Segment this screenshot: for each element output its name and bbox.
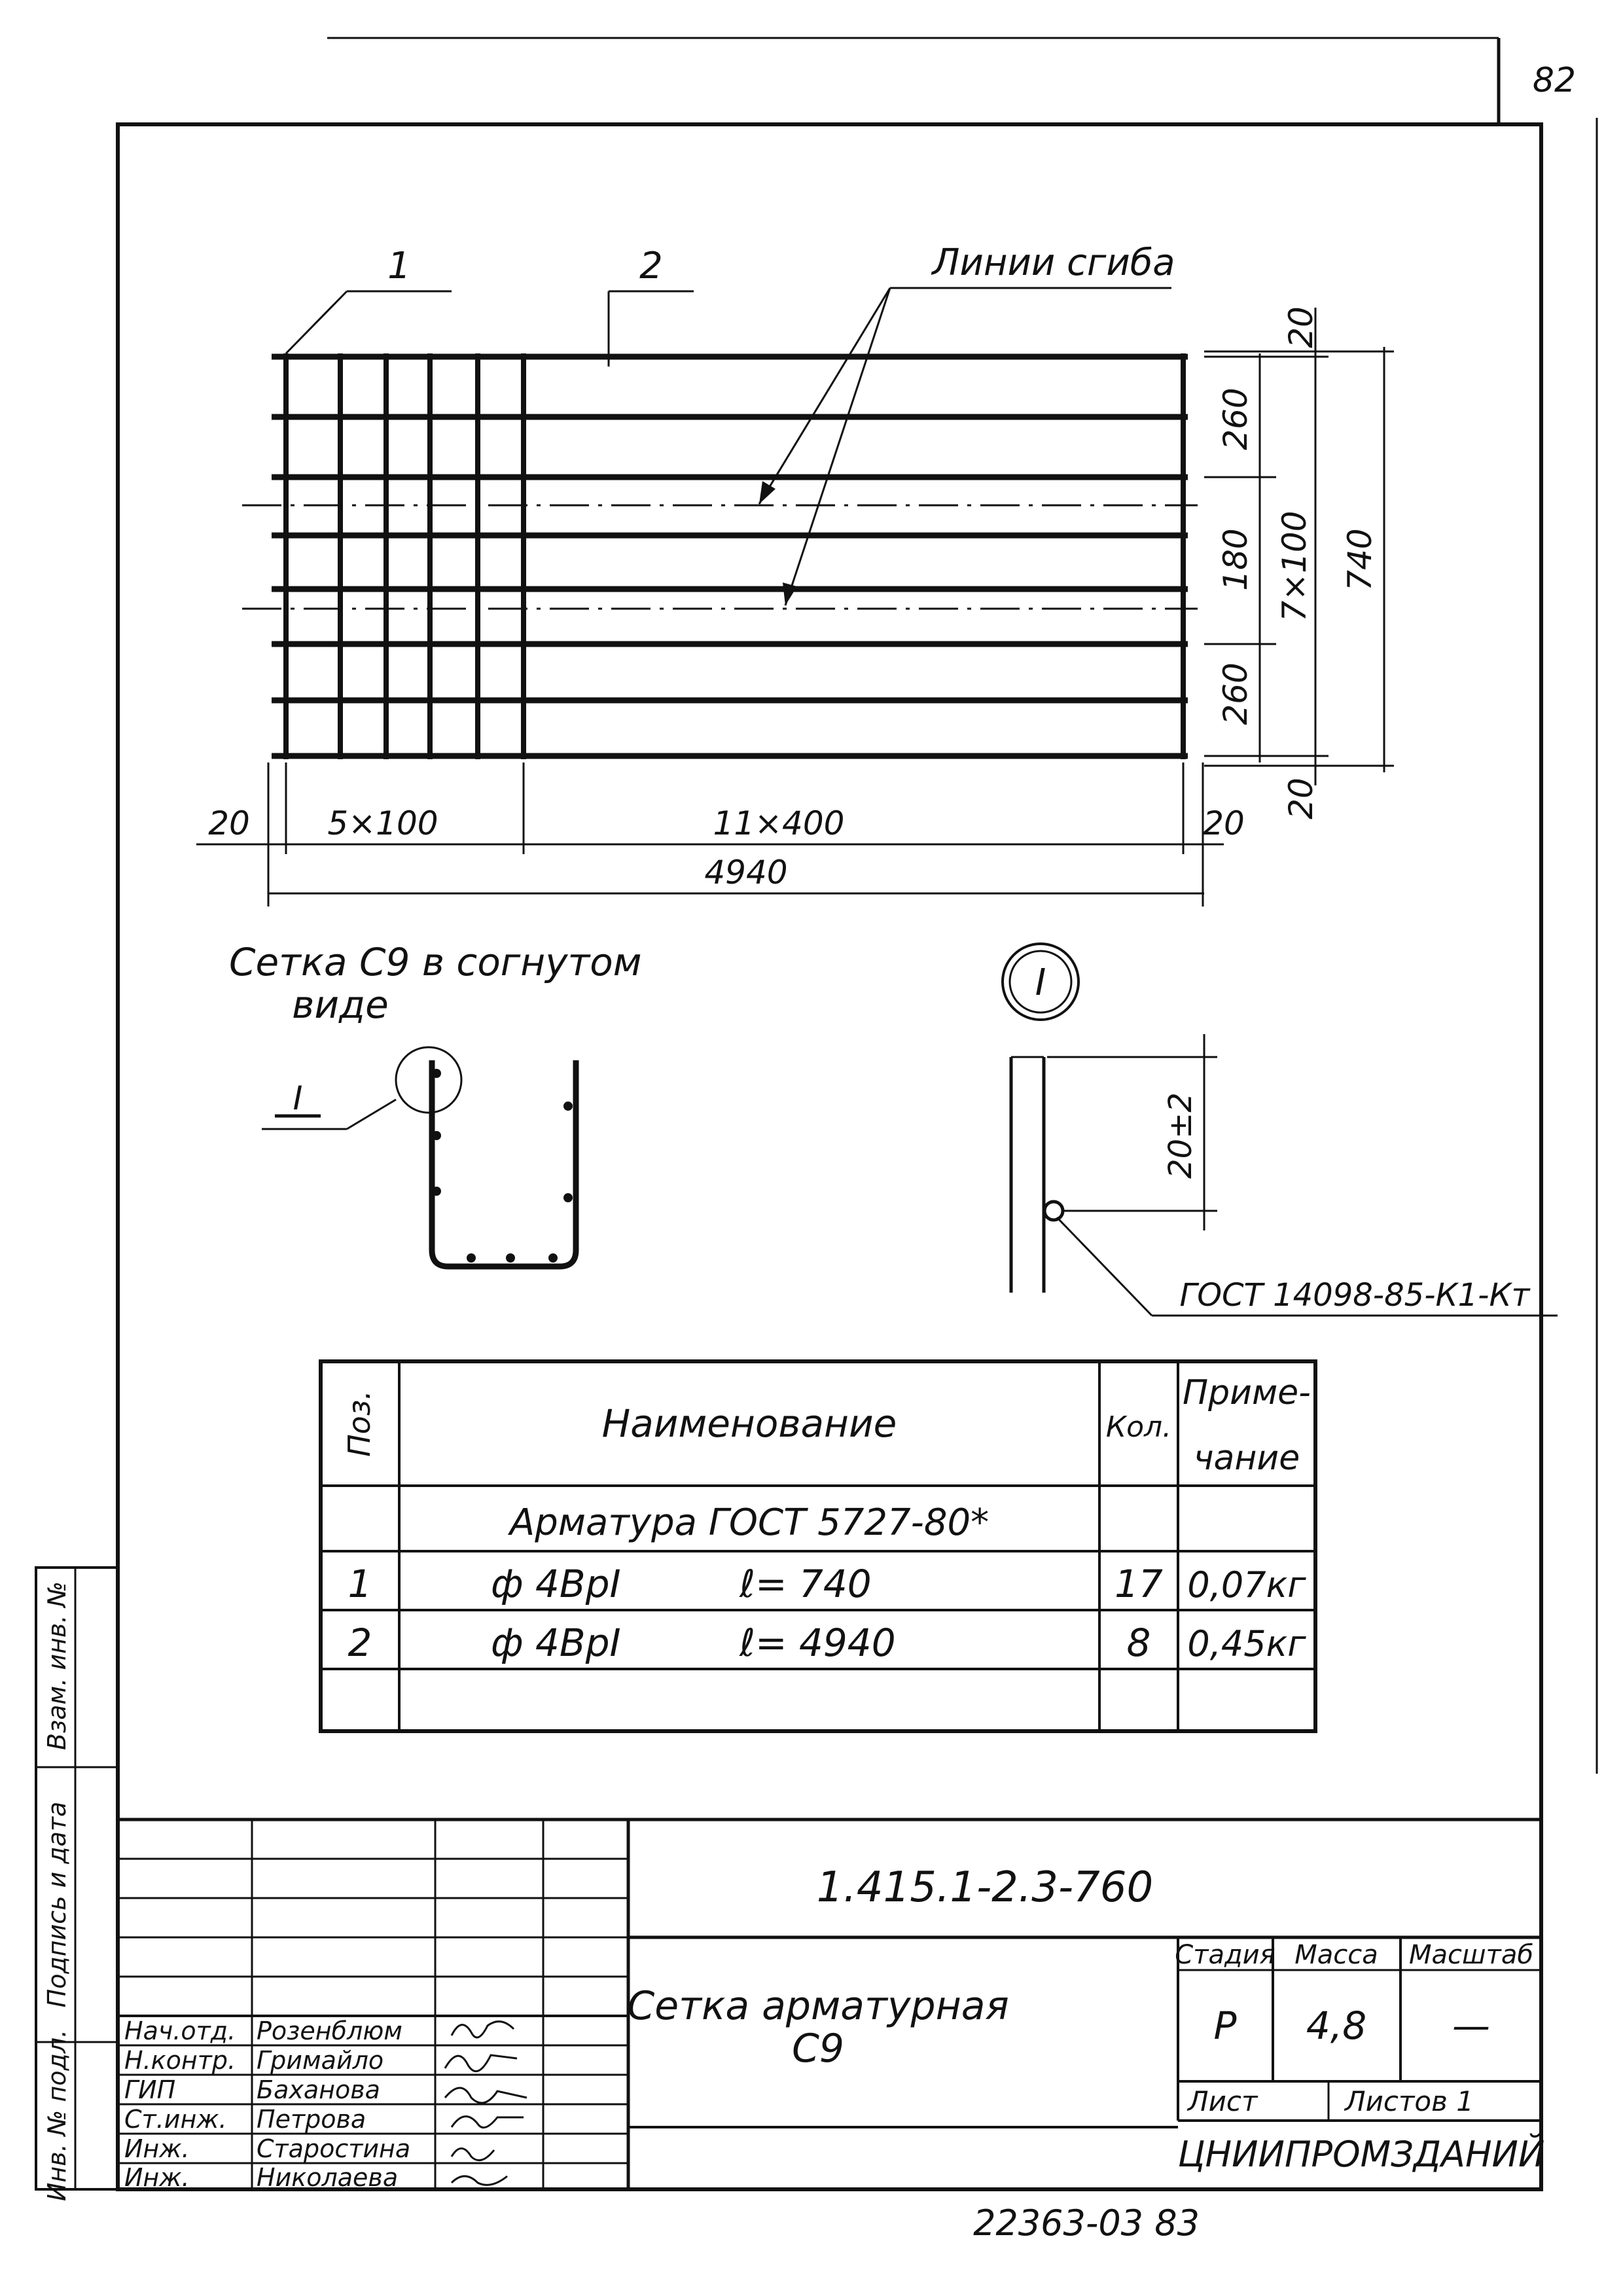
row-1-length: ℓ= 740 bbox=[739, 1562, 872, 1606]
position-1-label: 1 bbox=[387, 245, 411, 287]
row-2-pos: 2 bbox=[348, 1621, 372, 1665]
dim-bottom-spacing-large: 11×400 bbox=[713, 804, 845, 842]
name-4: Петрова bbox=[257, 2105, 366, 2134]
dim-right-260-bottom: 260 bbox=[1217, 662, 1255, 725]
header-qty: Кол. bbox=[1106, 1410, 1171, 1444]
header-pos: Поз. bbox=[342, 1390, 377, 1457]
detail-dim: 20±2 bbox=[1162, 1092, 1199, 1179]
dim-right-spacing: 7×100 bbox=[1275, 511, 1313, 621]
header-note-1: Приме- bbox=[1183, 1373, 1311, 1412]
role-1: Нач.отд. bbox=[124, 2017, 236, 2045]
bent-view-caption-1: Сетка С9 в согнутом bbox=[229, 940, 642, 984]
dim-right-bottom-20: 20 bbox=[1282, 778, 1320, 819]
row-2-qty: 8 bbox=[1127, 1621, 1151, 1665]
doc-code: 1.415.1-2.3-760 bbox=[817, 1863, 1153, 1912]
dim-bottom-spacing-small: 5×100 bbox=[327, 804, 438, 842]
name-3: Баханова bbox=[257, 2075, 380, 2104]
title-block: 1.415.1-2.3-760 Сетка арматурная С9 Стад… bbox=[118, 1818, 1545, 2192]
scale-label: Масштаб bbox=[1409, 1940, 1533, 1970]
mass-label: Масса bbox=[1294, 1940, 1378, 1970]
bent-view-caption-2: виде bbox=[292, 982, 389, 1027]
row-1-qty: 17 bbox=[1115, 1562, 1163, 1606]
dim-bottom-left-20: 20 bbox=[208, 804, 250, 842]
mass-value: 4,8 bbox=[1306, 2003, 1366, 2048]
dim-right-260-top: 260 bbox=[1217, 387, 1255, 450]
detail-mark: I bbox=[1035, 961, 1046, 1004]
title-line-2: С9 bbox=[792, 2026, 844, 2072]
bottom-number: 22363-03 83 bbox=[973, 2202, 1200, 2244]
stage-value: Р bbox=[1214, 2003, 1237, 2048]
row-1-note: 0,07кг bbox=[1187, 1564, 1306, 1605]
dim-right-top-20: 20 bbox=[1282, 306, 1320, 348]
sheet-number: 82 bbox=[1533, 61, 1576, 100]
mesh-plan-view: 1 2 Линии сгиба 20 260 180 260 20 7×100 bbox=[196, 242, 1394, 906]
weld-note: ГОСТ 14098-85-К1-Кт bbox=[1179, 1277, 1531, 1314]
sheets-label: Листов 1 bbox=[1344, 2085, 1474, 2117]
role-5: Инж. bbox=[124, 2134, 190, 2163]
side-stamp-signature: Подпись и дата bbox=[43, 1802, 71, 2008]
group-title: Арматура ГОСТ 5727-80* bbox=[508, 1501, 989, 1544]
side-stamp-inventory: Инв. № подл. bbox=[43, 2030, 71, 2201]
role-2: Н.контр. bbox=[124, 2046, 236, 2075]
dim-right-180: 180 bbox=[1217, 528, 1255, 590]
row-1-name: ф 4ВрI bbox=[491, 1562, 621, 1606]
side-stamp-replacement: Взам. инв. № bbox=[43, 1581, 71, 1750]
stage-label: Стадия bbox=[1175, 1940, 1275, 1970]
row-2-name: ф 4ВрI bbox=[491, 1621, 621, 1665]
dim-right-total: 740 bbox=[1341, 528, 1379, 590]
role-6: Инж. bbox=[124, 2163, 190, 2192]
scale-value: — bbox=[1452, 2003, 1490, 2048]
sheet-frame bbox=[116, 122, 1543, 2191]
sheet-label: Лист bbox=[1186, 2085, 1258, 2117]
header-name: Наименование bbox=[602, 1401, 897, 1446]
role-3: ГИП bbox=[124, 2075, 175, 2104]
header-note-2: чание bbox=[1194, 1439, 1300, 1478]
name-1: Розенблюм bbox=[257, 2017, 402, 2045]
name-2: Гримайло bbox=[257, 2046, 383, 2075]
row-2-length: ℓ= 4940 bbox=[739, 1621, 896, 1665]
title-line-1: Сетка арматурная bbox=[627, 1983, 1008, 2029]
bent-view: Сетка С9 в согнутом виде I I 20±2 ГОСТ 1… bbox=[229, 940, 1558, 1317]
role-4: Ст.инж. bbox=[124, 2105, 227, 2134]
name-6: Николаева bbox=[257, 2163, 398, 2192]
dim-bottom-right-20: 20 bbox=[1203, 804, 1245, 842]
signatures bbox=[444, 2020, 527, 2186]
name-5: Старостина bbox=[257, 2134, 410, 2163]
position-2-label: 2 bbox=[639, 245, 663, 287]
bend-lines-label: Линии сгиба bbox=[931, 242, 1175, 284]
section-mark: I bbox=[293, 1079, 303, 1117]
row-2-note: 0,45кг bbox=[1187, 1623, 1306, 1664]
organization: ЦНИИПРОМЗДАНИЙ bbox=[1178, 2134, 1545, 2175]
dim-bottom-total: 4940 bbox=[704, 853, 787, 891]
row-1-pos: 1 bbox=[348, 1562, 372, 1606]
side-stamp: Взам. инв. № Подпись и дата Инв. № подл. bbox=[35, 1566, 119, 2201]
spec-table: Поз. Наименование Кол. Приме- чание Арма… bbox=[319, 1359, 1317, 1733]
